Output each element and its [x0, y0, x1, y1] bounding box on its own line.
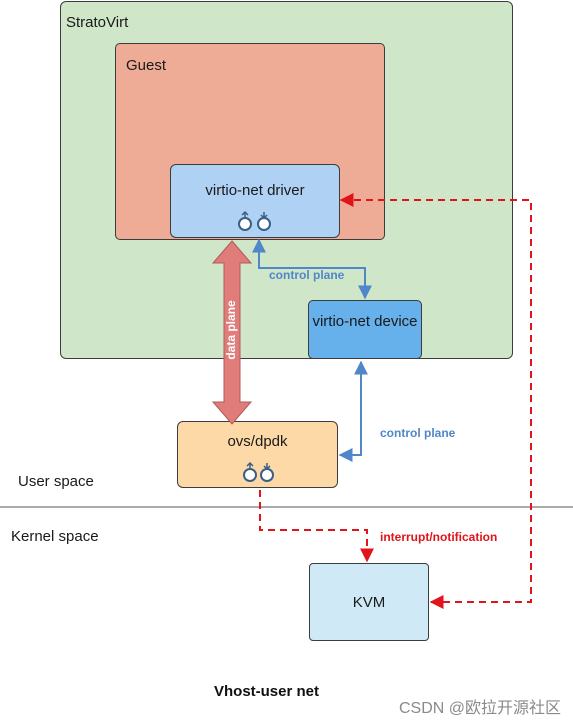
guest-label: Guest	[126, 57, 167, 74]
interrupt-notification-label: interrupt/notification	[380, 530, 498, 544]
kernel-space-label: Kernel space	[11, 528, 99, 545]
virtio-net-driver-label: virtio-net driver	[205, 182, 305, 199]
virtio-net-device-label: virtio-net device	[312, 313, 418, 330]
data-plane-label: data plane	[224, 300, 238, 360]
kvm-label: KVM	[352, 594, 386, 611]
stratovirt-label: StratoVirt	[66, 14, 129, 31]
virtio-net-driver-box	[170, 164, 340, 238]
ovs-dpdk-label: ovs/dpdk	[227, 433, 288, 450]
interrupt-connector-ovs-kvm	[259, 490, 374, 563]
control-plane-label-lower: control plane	[380, 426, 456, 440]
diagram-caption: Vhost-user net	[213, 683, 319, 700]
ovs-dpdk-box	[177, 421, 338, 488]
control-plane-label-upper: control plane	[269, 268, 345, 282]
watermark: CSDN @欧拉开源社区	[398, 700, 561, 717]
user-space-label: User space	[18, 473, 94, 490]
control-plane-connector-2	[338, 360, 368, 462]
